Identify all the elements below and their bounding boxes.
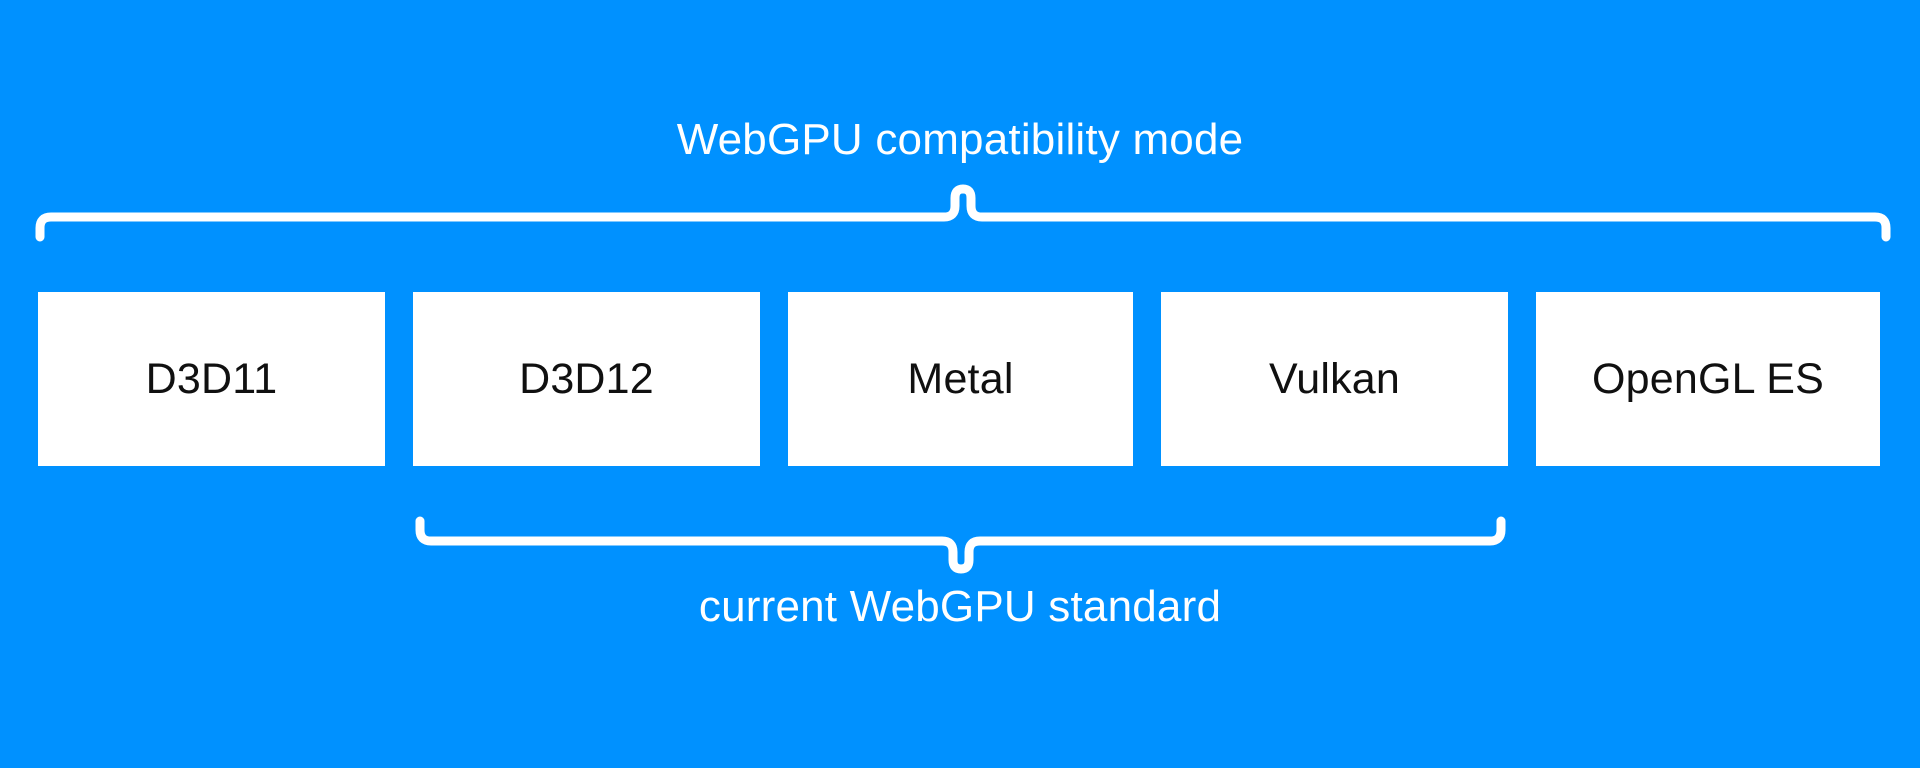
api-box-metal[interactable]: Metal [788,292,1133,466]
api-box-label: D3D12 [519,354,654,403]
api-box-label: D3D11 [145,354,278,403]
api-box-row: D3D11 D3D12 Metal Vulkan OpenGL ES [38,292,1880,466]
api-box-label: Metal [907,354,1014,403]
api-box-label: Vulkan [1268,354,1401,403]
bottom-brace-bracket [415,516,1506,574]
api-box-d3d11[interactable]: D3D11 [38,292,385,466]
api-box-d3d12[interactable]: D3D12 [413,292,760,466]
bottom-brace-label: current WebGPU standard [698,582,1222,631]
top-brace-label: WebGPU compatibility mode [676,115,1244,164]
api-box-vulkan[interactable]: Vulkan [1161,292,1508,466]
top-brace-bracket [35,184,1891,242]
api-box-label: OpenGL ES [1591,354,1825,403]
api-box-opengl-es[interactable]: OpenGL ES [1536,292,1880,466]
